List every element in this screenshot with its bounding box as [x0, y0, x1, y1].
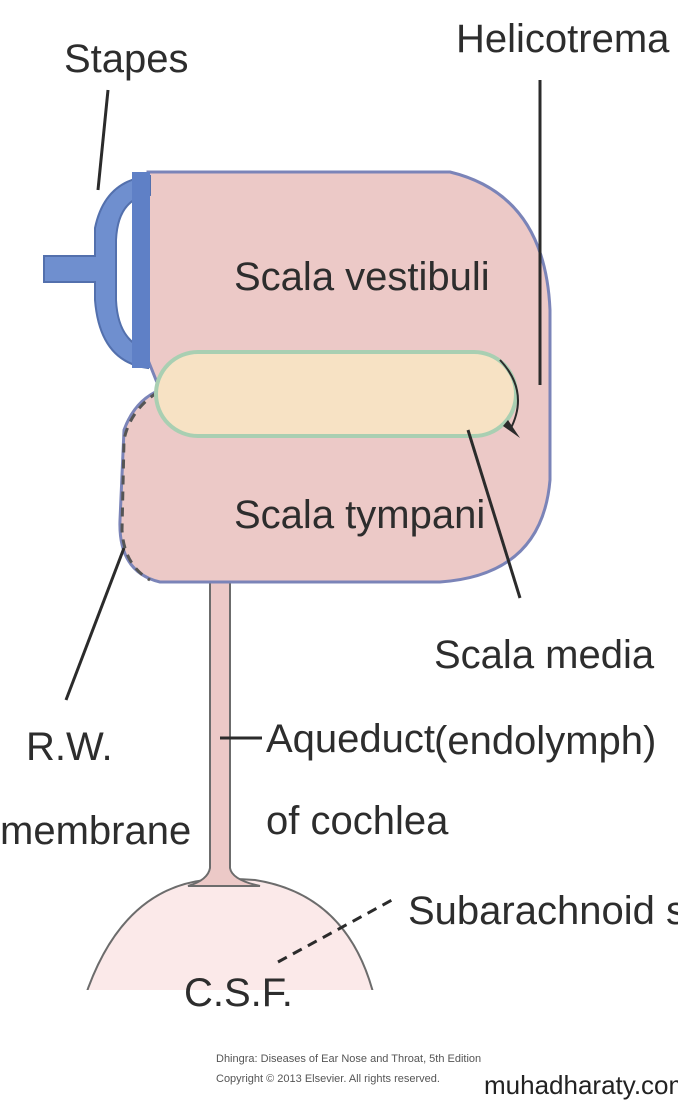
- round-window-membrane: [120, 390, 159, 582]
- scala-tympani-label: Scala tympani: [234, 493, 485, 537]
- rw-label: R.W.: [26, 725, 113, 769]
- source-credit-line2: Copyright © 2013 Elsevier. All rights re…: [216, 1073, 440, 1085]
- helicotrema-label: Helicotrema: [456, 17, 670, 61]
- stapes-label: Stapes: [64, 37, 189, 81]
- of-cochlea-label: of cochlea: [266, 799, 449, 843]
- aqueduct-label: Aqueduct: [266, 717, 435, 761]
- csf-space-bottom-fade: [70, 990, 390, 1020]
- endolymph-label: (endolymph): [434, 719, 656, 763]
- subarachnoid-space-label: Subarachnoid space: [408, 889, 678, 933]
- watermark: muhadharaty.com: [484, 1070, 678, 1100]
- scala-vestibuli-label: Scala vestibuli: [234, 255, 490, 299]
- cochlear-aqueduct: [187, 577, 261, 887]
- helicotrema-flow-arrow: [499, 359, 519, 431]
- source-credit-line1: Dhingra: Diseases of Ear Nose and Throat…: [216, 1053, 481, 1065]
- rw-membrane-leader: [64, 547, 126, 701]
- scala-media-duct: [154, 350, 518, 438]
- csf-label: C.S.F.: [184, 971, 293, 1015]
- arrow-head: [503, 420, 520, 438]
- subarachnoid-leader: [277, 898, 393, 964]
- stapes-leader: [96, 89, 110, 191]
- scala-media-leader: [466, 429, 522, 599]
- scala-media-label: Scala media: [434, 633, 655, 677]
- stapes-footplate: [132, 172, 150, 368]
- membrane-label: membrane: [0, 809, 191, 853]
